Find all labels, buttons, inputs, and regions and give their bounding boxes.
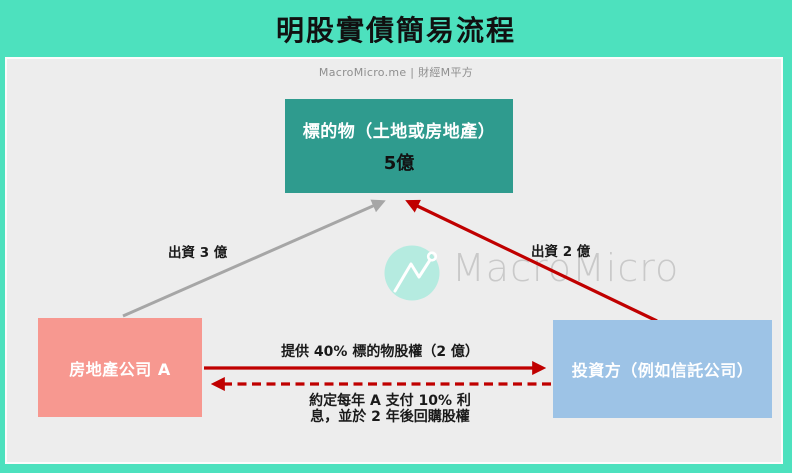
node-target-asset: 標的物（土地或房地產） 5億 <box>285 99 513 193</box>
node-investor: 投資方（例如信託公司） <box>553 320 772 418</box>
company-label: 房地產公司 A <box>69 359 171 379</box>
header-bar: 明股實債簡易流程 <box>0 0 792 57</box>
node-real-estate-company: 房地產公司 A <box>38 318 202 417</box>
label-company-funding: 出資 3 億 <box>168 245 228 261</box>
label-investor-funding: 出資 2 億 <box>531 244 591 260</box>
target-asset-value: 5億 <box>383 153 415 174</box>
label-repayment-agreement: 約定每年 A 支付 10% 利 息，並於 2 年後回購股權 <box>230 393 550 425</box>
repayment-line-1: 約定每年 A 支付 10% 利 <box>309 393 471 409</box>
label-equity-transfer: 提供 40% 標的物股權（2 億） <box>281 344 479 360</box>
page-title: 明股實債簡易流程 <box>275 13 516 47</box>
investor-label: 投資方（例如信託公司） <box>571 361 754 380</box>
credit-text: MacroMicro.me | 財經M平方 <box>318 66 474 79</box>
target-asset-title: 標的物（土地或房地產） <box>302 122 496 142</box>
repayment-line-2: 息，並於 2 年後回購股權 <box>310 408 470 425</box>
